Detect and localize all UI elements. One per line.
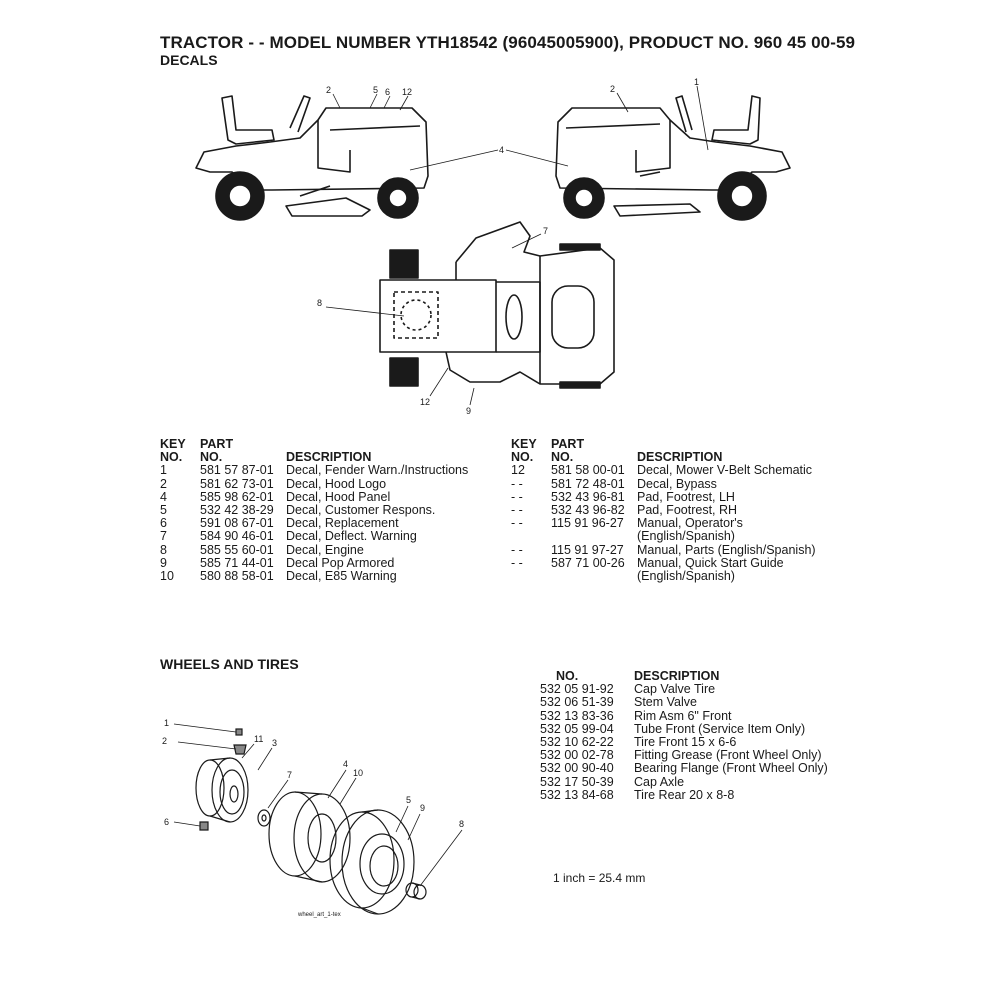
tractor-right-side-view [555, 95, 791, 221]
wheel-callout-7: 7 [287, 770, 292, 780]
wheels-section-title: WHEELS AND TIRES [160, 656, 299, 672]
page-title: TRACTOR - - MODEL NUMBER YTH18542 (96045… [160, 33, 856, 52]
callout-10: 12 [402, 87, 412, 97]
callout-2-left: 2 [326, 85, 331, 95]
rear-tire-part [329, 809, 415, 915]
stem-valve-part [233, 744, 247, 755]
bearing-flange-part [257, 809, 271, 827]
tractor-top-view [379, 221, 615, 389]
callout-4: 4 [499, 145, 504, 155]
conversion-note: 1 inch = 25.4 mm [553, 871, 646, 885]
wheel-callout-5: 5 [406, 795, 411, 805]
wheel-callout-3: 3 [272, 738, 277, 748]
wheel-callout-4: 4 [343, 759, 348, 769]
wheel-callout-11: 11 [254, 734, 263, 744]
wheel-callout-6: 6 [164, 817, 169, 827]
callout-6: 6 [385, 87, 390, 97]
axle-cap-part [405, 882, 427, 900]
callout-7: 7 [543, 226, 548, 236]
front-tire-part [268, 791, 351, 883]
callout-8: 8 [317, 298, 322, 308]
decals-diagram: 2 5 6 12 4 2 1 7 8 12 9 [195, 77, 791, 416]
table-header: NO. DESCRIPTION [556, 669, 720, 683]
page-subtitle: DECALS [160, 52, 218, 68]
wheels-exploded-diagram: 1 2 11 3 7 4 10 6 5 9 8 [162, 718, 464, 915]
callout-12: 12 [420, 397, 430, 407]
wheel-callout-1: 1 [164, 718, 169, 728]
grease-fitting-part [199, 821, 209, 831]
table-row: (English/Spanish) [637, 529, 735, 544]
front-rim-part [195, 757, 249, 823]
callout-5: 5 [373, 85, 378, 95]
table-row: (English/Spanish) [637, 569, 735, 584]
wheel-callout-10: 10 [353, 768, 363, 778]
callout-9: 9 [466, 406, 471, 416]
cap-valve-part [235, 728, 243, 736]
wheel-callout-9: 9 [420, 803, 425, 813]
callout-2-right: 2 [610, 84, 615, 94]
callout-1: 1 [694, 77, 699, 87]
wheel-callout-8: 8 [459, 819, 464, 829]
art-file-label: wheel_art_1-tex [298, 912, 341, 918]
tractor-left-side-view [195, 95, 429, 221]
wheel-callout-2: 2 [162, 736, 167, 746]
